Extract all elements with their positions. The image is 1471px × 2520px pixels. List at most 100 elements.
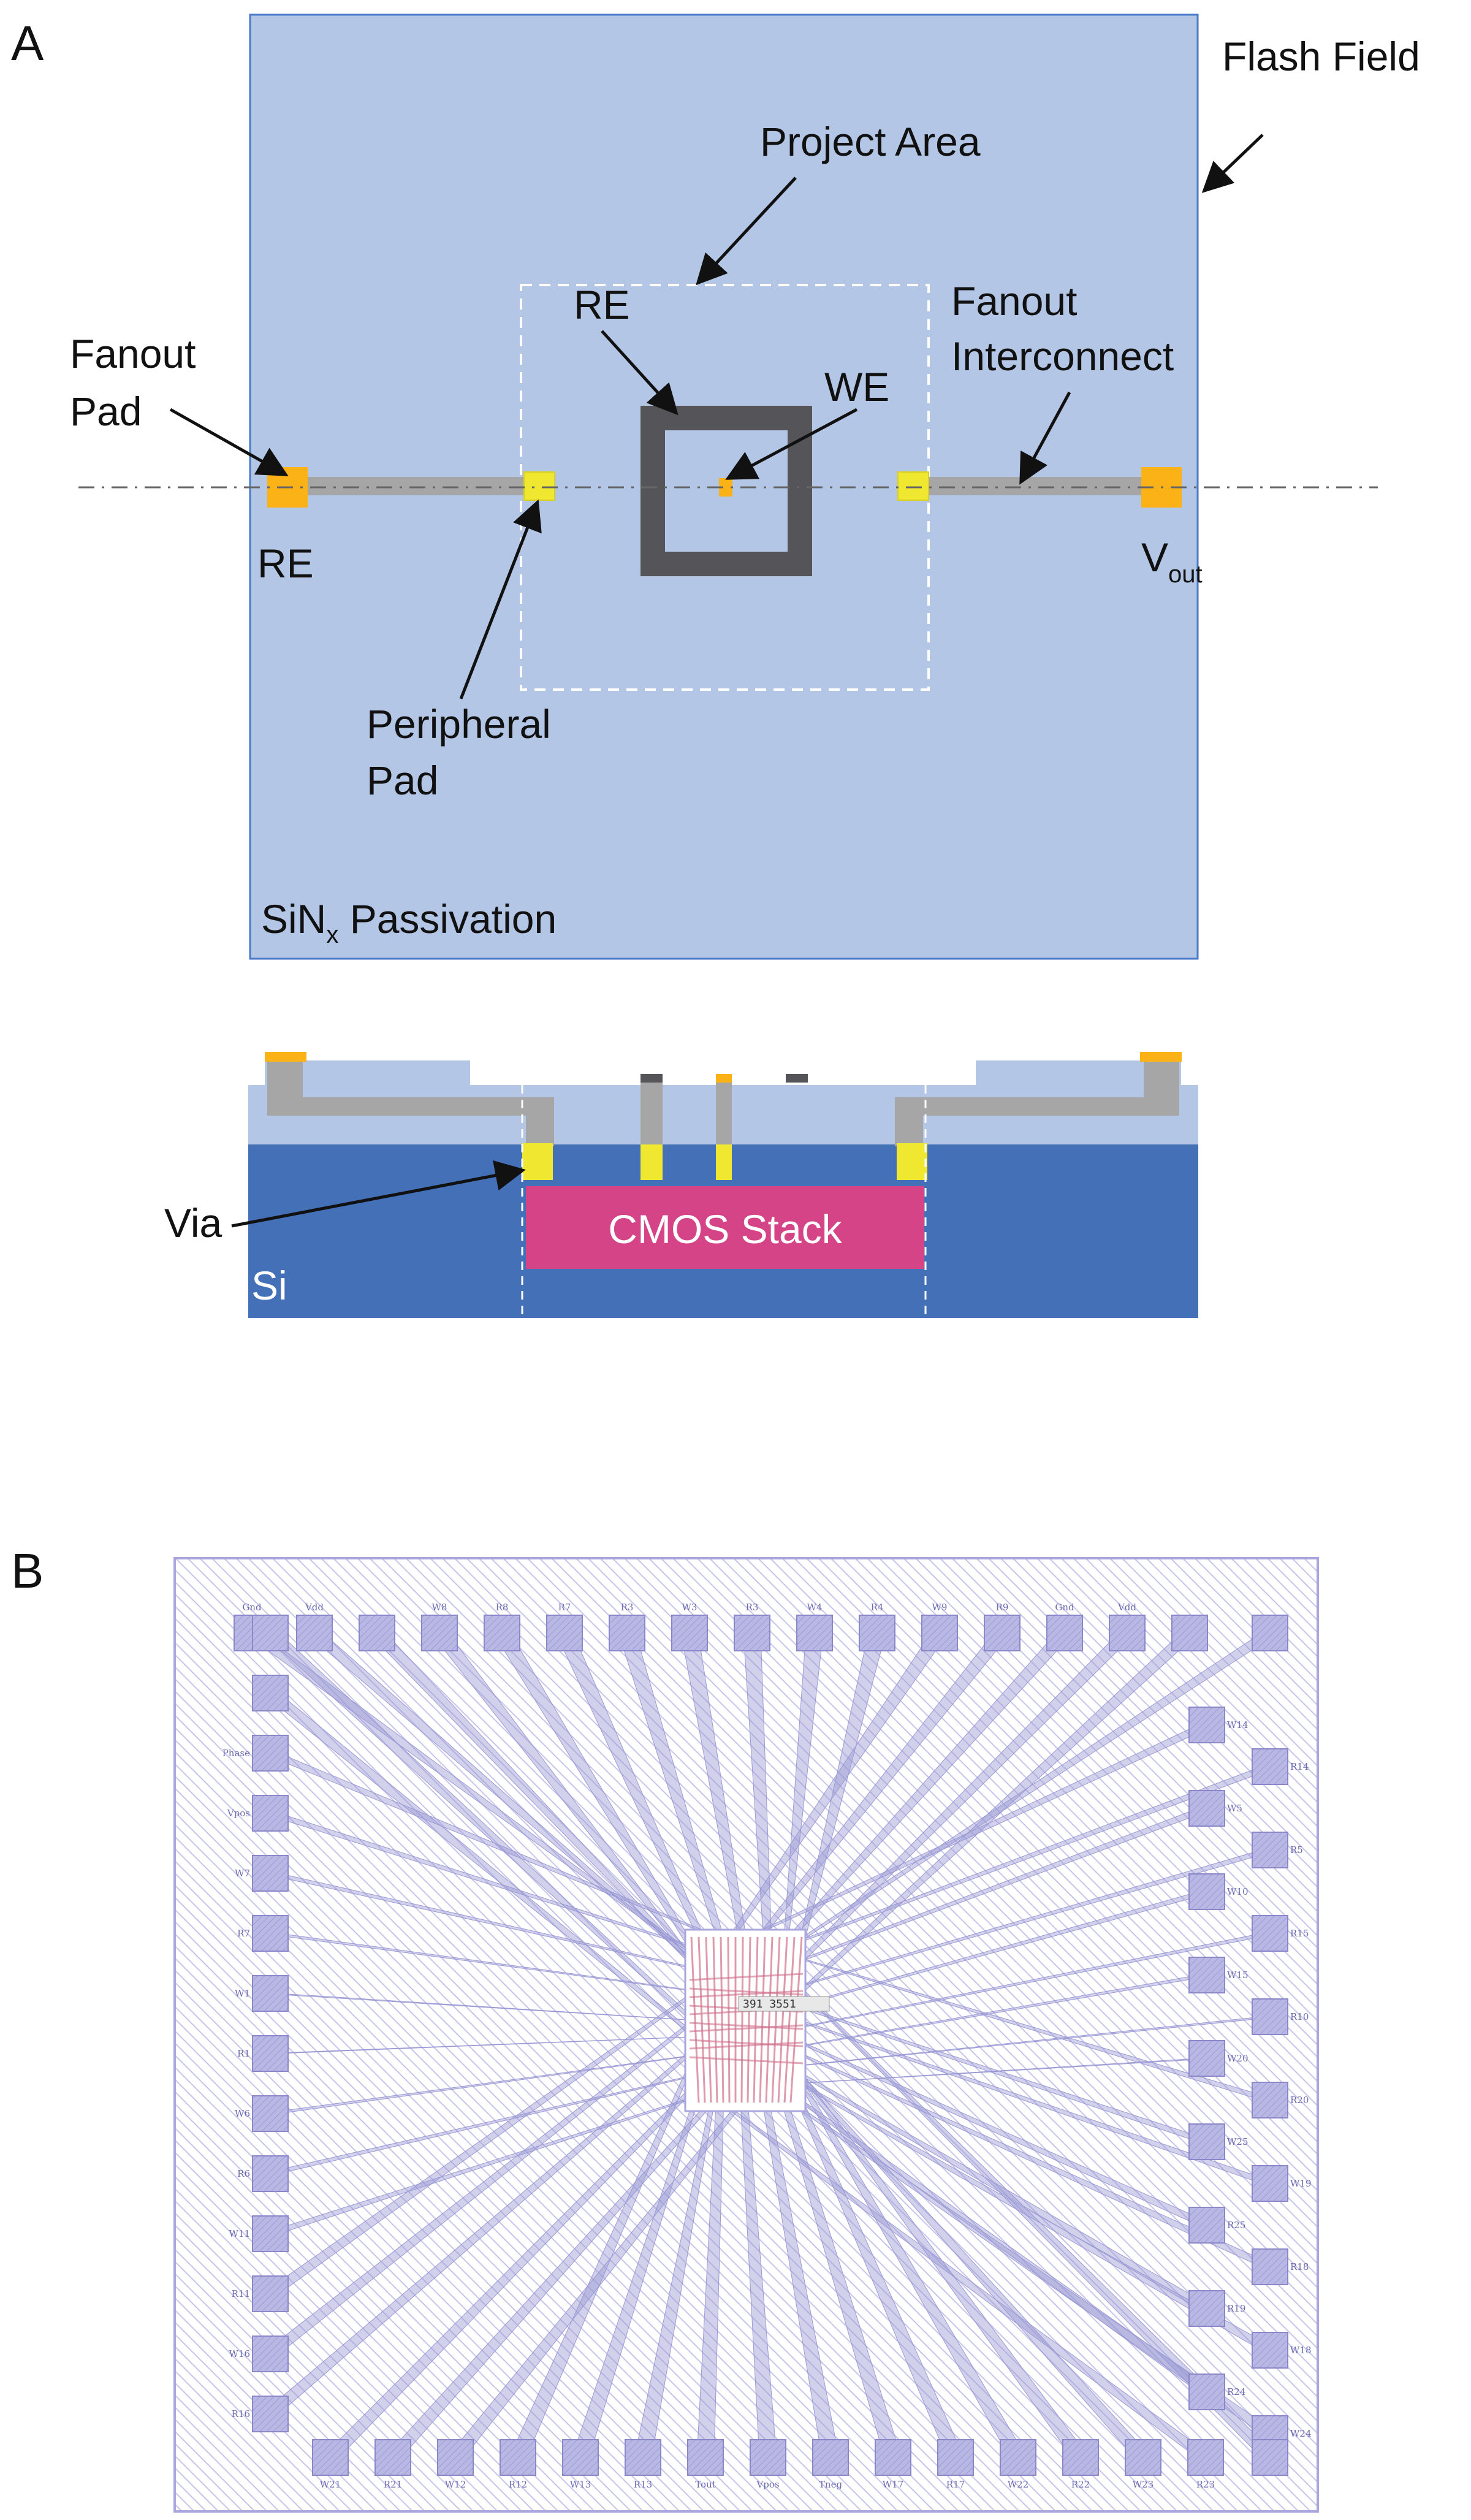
bond-pad [546,1615,583,1651]
via-left [522,1143,553,1180]
bond-pad-label: W8 [432,1602,447,1613]
bond-pad-label: W5 [1227,1803,1242,1814]
bond-pad [1062,2439,1099,2476]
bond-pad [812,2439,849,2476]
bond-pad-label: R7 [237,1928,250,1939]
bond-pad [421,1615,458,1651]
bond-pad [1252,1998,1288,2035]
bond-pad-label: W4 [807,1602,823,1613]
bond-pad-label: R3 [621,1602,634,1613]
arrow-peripheral-pad [459,499,542,699]
bond-pad [1252,1915,1288,1952]
label-vout: Vout [1141,535,1203,588]
bond-pad-label: R25 [1227,2220,1245,2231]
center-trace [689,1973,804,1981]
label-we: WE [824,364,889,409]
bond-pad-label: W17 [883,2479,904,2490]
bond-pad [1252,2332,1288,2369]
arrow-fanout-interconnect [1019,391,1071,485]
bond-pad-label: Vpos [227,1808,250,1819]
bond-pad-label: R1 [237,2048,250,2059]
bond-pad-label: R9 [996,1602,1009,1613]
bond-pad-label: R4 [871,1602,884,1613]
center-trace [689,2039,804,2047]
center-trace [690,1936,700,2103]
center-trace [712,1936,718,2103]
label-via: Via [164,1200,222,1246]
bond-pad-label: W21 [320,2479,341,2490]
bond-pad [1000,2439,1036,2476]
bond-pad [1109,1615,1146,1651]
bond-pad [1188,2290,1225,2327]
center-trace [753,1936,759,2103]
bond-pad [1171,1615,1208,1651]
via-re [640,1143,663,1180]
bond-pad-label: Tneg [819,2479,843,2490]
interconnect-right-vertical-inner [895,1097,923,1146]
bond-pad [734,1615,770,1651]
bond-pad-label: W16 [229,2348,250,2359]
panel-a-letter: A [11,16,44,70]
bond-pad-label: R22 [1071,2479,1090,2490]
fanout-interconnect-left [291,477,539,495]
center-readout-box [738,1996,830,2012]
bond-pad-label: Vpos [756,2479,779,2490]
bond-pad [359,1615,395,1651]
bond-pad-label: W23 [1133,2479,1154,2490]
we-electrode [719,478,732,497]
bond-pad [252,2155,289,2192]
bond-pad-label: R24 [1227,2386,1245,2397]
bond-pad [252,2335,289,2372]
bond-pad [1252,2165,1288,2202]
bond-pad [1252,1615,1288,1651]
bond-pad [562,2439,599,2476]
bond-pad [921,1615,958,1651]
bond-pad [609,1615,645,1651]
bond-pad [671,1615,708,1651]
bond-pad [1188,2040,1225,2077]
center-trace [689,2024,804,2033]
bond-pad-label: W11 [229,2228,250,2239]
arrow-we [725,408,858,480]
bond-pad [252,1735,289,1772]
bond-pad [1188,2373,1225,2410]
bond-pad [937,2439,974,2476]
bond-pad-label: R3 [746,1602,759,1613]
bond-pad [875,2439,911,2476]
center-trace [777,1936,788,2103]
center-trace [740,1936,744,2103]
label-flash-field: Flash Field [1222,34,1420,79]
bond-pad [1252,1832,1288,1868]
bond-pad [1252,2439,1288,2476]
bond-pad [252,2396,289,2432]
bond-pad [252,1855,289,1892]
label-passivation: SiNx Passivation [261,896,557,948]
interconnect-right-horizontal [895,1097,1179,1116]
label-fanout-interconnect-1: Fanout [951,278,1077,324]
bond-pad-label: R20 [1290,2095,1309,2106]
bond-pad [252,1795,289,1832]
arrow-flash-field [1201,134,1264,193]
fanout-pad-left-section [265,1052,306,1062]
bond-pad-label: R7 [558,1602,571,1613]
bond-pad [1252,2248,1288,2285]
bond-pad-label: R13 [634,2479,652,2490]
bond-pad [296,1615,333,1651]
bond-pad [1188,2207,1225,2244]
fanout-traces [242,1632,1280,2458]
bond-pad-label: W6 [235,2108,250,2119]
bond-pad-label: R5 [1290,1844,1303,1856]
center-die-traces [689,1936,804,2103]
re-cap-right [786,1074,808,1083]
bond-pad [1188,1707,1225,1743]
bond-pad [252,2275,289,2312]
bond-pad-label: R15 [1290,1928,1309,1939]
we-cap [716,1074,732,1083]
fanout-pad-right-section [1140,1052,1182,1062]
fanout-interconnect-right [913,477,1158,495]
bond-pad [687,2439,724,2476]
peripheral-pad-left [523,471,555,501]
bond-pad-label: W19 [1290,2178,1312,2189]
